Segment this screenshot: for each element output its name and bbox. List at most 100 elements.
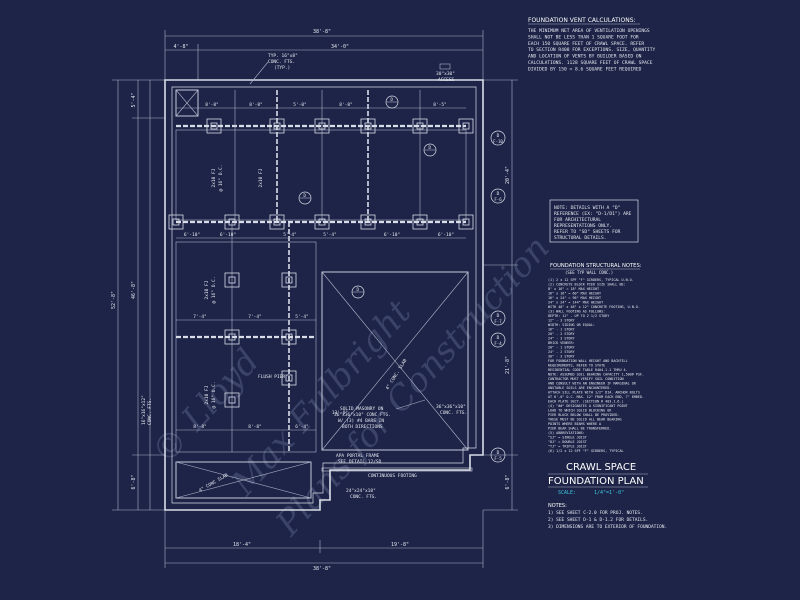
pier-footing [360, 214, 376, 230]
portal-2: SEE DETAIL 12/SD [338, 459, 382, 465]
vent-line: CALCULATIONS. 1128 SQUARE FEET OF CRAWL … [528, 60, 653, 66]
dim-left-c: 6'-8" [131, 474, 137, 489]
pier-footing [269, 118, 285, 134]
pier-footing [281, 329, 297, 345]
pier-footing [168, 214, 184, 230]
struct-note-line: FOR FOUNDATION WALL HEIGHT AND BACKFILL [548, 359, 628, 363]
struct-note-line: CONTRACTOR MUST VERIFY SOIL CONDITION [548, 377, 624, 381]
pier [172, 218, 180, 226]
pier [273, 218, 281, 226]
section-bubble-letter: D [357, 287, 360, 292]
structural-notes: FOUNDATION STRUCTURAL NOTES: (SEE TYP WA… [548, 263, 644, 453]
pier [318, 218, 326, 226]
pier-footing [206, 118, 222, 134]
struct-note-line: 20" - 1 STORY [548, 346, 575, 350]
callout-access: 30"x30" [436, 71, 455, 77]
joist-label-4: 2x10 FJ [258, 168, 264, 187]
struct-note-line: "TJ" = TRIPLE JOIST [548, 445, 587, 449]
notes-block: NOTES: 1) SEE SHEET C-2.0 FOR PROJ. NOTE… [548, 503, 667, 530]
right-dimensions: 20'-4" 21'-8" 6'-8" [483, 79, 518, 511]
grid-bubble-3: D [497, 313, 500, 319]
joist-label-3: 2x10 FJ [204, 385, 210, 404]
dim-row2-3: 5'-4" [323, 232, 337, 238]
continuous-footing: CONTINUOUS FOOTING [368, 473, 417, 479]
struct-note-line: (2) CONCRETE BLOCK PIER SIZE SHALL BE: [548, 283, 626, 287]
struct-note-line: WITH 48" x 48" x 12" CONCRETE FOOTING, U… [548, 305, 640, 309]
bottom-dimensions: 18'-4" 19'-8" 38'-8" [164, 510, 484, 572]
pier [462, 122, 470, 130]
dim-row4-2: 6'-4" [295, 424, 309, 430]
top-dimensions: 38'-8" 4'-8" 34'-0" [164, 29, 484, 80]
portal-1: APA PORTAL FRAME [336, 453, 380, 459]
struct-note-line: 16" x 16" = 60" MAX HEIGHT [548, 292, 601, 296]
dim-row3-0: 7'-4" [193, 314, 207, 320]
struct-note-line: AND CONSULT WITH AN ENGINEER IF MARGINAL… [548, 382, 637, 386]
pier-footing [458, 214, 474, 230]
vent-line: DIVIDED BY 150 = 8.6 SQUARE FEET REQUIRE… [528, 66, 642, 72]
struct-note-line: ATTACH SILL PLATE WITH 1/2" DIA. ANCHOR … [548, 391, 640, 395]
struct-note-line: 12" - 3 STORY [548, 319, 575, 323]
pier-footing [458, 118, 474, 134]
grid-bubbles: D F-10 D F-6 D F-7 D F-4 D F-5 [490, 130, 506, 463]
pier-footing [224, 272, 240, 288]
struct-note-line: UNSTABLE SOILS ARE ENCOUNTERED. [548, 386, 611, 390]
pier [462, 218, 470, 226]
callout-typ-ftg-2: CONC. FTG. [268, 59, 295, 65]
pier [364, 218, 372, 226]
joist-label-2: 2x10 FJ [204, 280, 210, 299]
struct-note-line: PIER BLOCK BELOW SHALL BE PROVIDED. [548, 413, 619, 417]
title-line1: CRAWL SPACE [566, 462, 636, 473]
struct-note-line: 24" - 3 STORY [548, 337, 575, 341]
dim-row1-0: 8'-8" [205, 102, 219, 108]
dim-bot-overall: 38'-8" [313, 566, 331, 572]
grid-bubble-5-ref: F-5 [494, 456, 502, 461]
pier [228, 333, 236, 341]
struct-note-line: PIER BEAR SHALL BE TRANSFERRED. [548, 427, 611, 431]
struct-note-line: (3) WALL FOOTING AS FOLLOWS: [548, 310, 605, 314]
note-3: 3) DIMENSIONS ARE TO EXTERIOR OF FOUNDAT… [548, 524, 667, 530]
pier-footing [314, 118, 330, 134]
callout-typ-ftg-3: (TYP.) [274, 65, 290, 71]
section-bubble-letter: D [304, 193, 307, 198]
vent-line: AND LOCATION OF VENTS BY BUILDER BASED O… [528, 54, 642, 60]
struct-note-line: 30" - 3 STORY [548, 355, 575, 359]
dim-row4-0: 8'-8" [193, 424, 207, 430]
struct-note-line: RESIDENTIAL CODE TABLE R404.1.1 THRU 4. [548, 368, 628, 372]
dim-top-a: 4'-8" [173, 44, 188, 50]
notes-title: NOTES: [548, 503, 567, 509]
pier-footing [281, 370, 297, 386]
pier-footing [412, 118, 428, 134]
dim-top-b: 34'-0" [331, 44, 349, 50]
solid-masonry-1: SOLID MASONRY ON [340, 406, 384, 412]
section-bubble-letter: D [391, 97, 394, 102]
struct-title: FOUNDATION STRUCTURAL NOTES: [550, 263, 642, 269]
detail-note-box: NOTE: DETAILS WITH A "D"REFERENCE (EX: "… [549, 199, 639, 243]
detail-note-line: REPRESENTATIONS ONLY. [554, 223, 612, 229]
pier [228, 218, 236, 226]
joist-label-3b: @ 16" O.C. [211, 381, 217, 408]
joist-labels: 2x10 FJ @ 16" O.C. 2x10 FJ @ 16" O.C. 2x… [204, 164, 264, 408]
struct-note-line: DEPTH: 12" - UP TO 2 1/2 STORY [548, 314, 609, 318]
struct-note-line: EACH PLATE SECT. (SECTION R 403.1.6.) [548, 400, 624, 404]
struct-note-line: "SJ" = SINGLE JOIST [548, 436, 587, 440]
dim-left-overall: 52'-8" [111, 291, 117, 309]
piers [168, 118, 474, 408]
struct-note-line: (1) 2 x 12 SPF "F" GIRDERS, TYPICAL U.N.… [548, 278, 634, 282]
struct-note-line: (6) 1/2 x 12 SPF "F" GIRDERS, TYPICAL [548, 449, 624, 453]
left-ftg-1: 16"x16"x12" [141, 395, 147, 425]
vent-line: TO SECTION R408 FOR EXCEPTIONS. SIZE, QU… [528, 47, 655, 53]
pier-footing [281, 272, 297, 288]
vent-calculations: FOUNDATION VENT CALCULATIONS: THE MINIMU… [528, 17, 655, 72]
grid-bubble-4-ref: F-4 [494, 341, 502, 346]
dim-left-b: 46'-8" [131, 281, 137, 299]
dim-row3-1: 7'-4" [248, 314, 262, 320]
struct-subtitle: (SEE TYP WALL CONC.) [565, 270, 613, 275]
solid-masonry-3: W/ (3) #4 BARS IN [338, 418, 384, 424]
struct-note-line: REQUIREMENTS, REFER TO STATE [548, 364, 605, 368]
dim-row2-1: 6'-10" [220, 232, 236, 238]
struct-note-line: 16" x 24" = 96" MAX HEIGHT [548, 296, 601, 300]
grid-bubble-1-ref: F-10 [493, 139, 503, 144]
struct-note-line: 24" - 2 STORY [548, 350, 575, 354]
detail-note-line: REFERENCE (EX: "D-1/D1") ARE [554, 211, 632, 217]
